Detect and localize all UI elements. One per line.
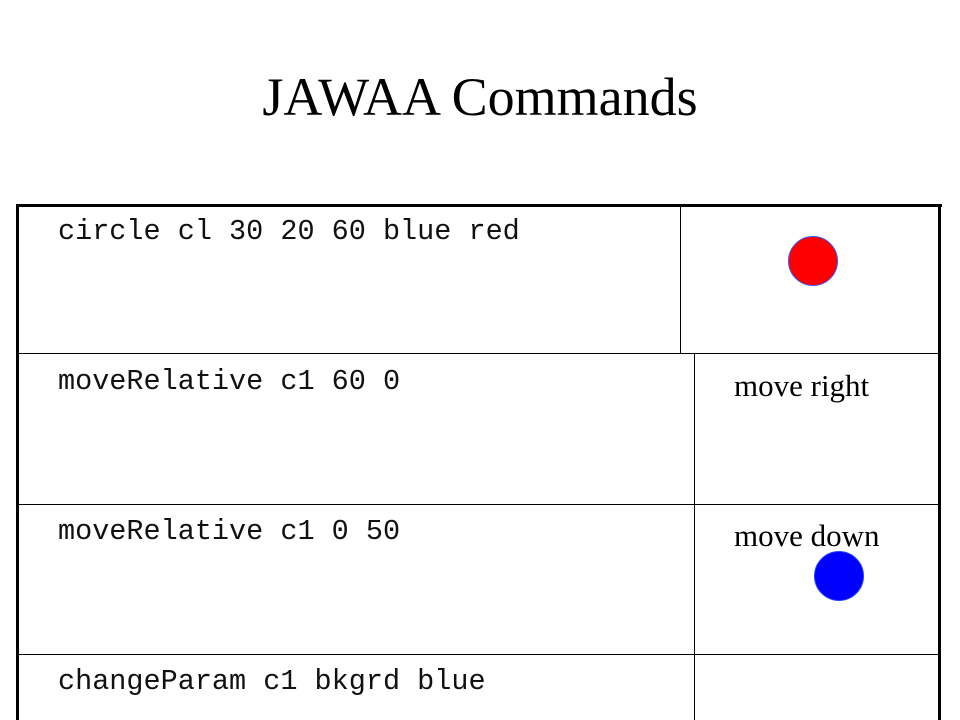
column-divider-rows-2-4 xyxy=(694,354,695,720)
table-border-top xyxy=(16,204,942,207)
red-circle-shape xyxy=(788,236,838,286)
blue-circle-shape xyxy=(814,551,864,601)
row-divider-1 xyxy=(16,353,940,354)
table-border-left xyxy=(16,204,19,720)
row-3-command: moveRelative c1 0 50 xyxy=(58,515,401,548)
row-divider-2 xyxy=(16,504,940,505)
row-1-command: circle cl 30 20 60 blue red xyxy=(58,215,520,248)
column-divider-row-1 xyxy=(680,206,681,353)
row-divider-3 xyxy=(16,654,940,655)
table-border-right xyxy=(938,204,941,720)
row-3-effect: move down xyxy=(734,518,880,553)
row-2-effect: move right xyxy=(734,368,870,403)
row-2-command: moveRelative c1 60 0 xyxy=(58,365,401,398)
row-4-command: changeParam c1 bkgrd blue xyxy=(58,665,486,698)
slide-title: JAWAA Commands xyxy=(262,67,698,127)
